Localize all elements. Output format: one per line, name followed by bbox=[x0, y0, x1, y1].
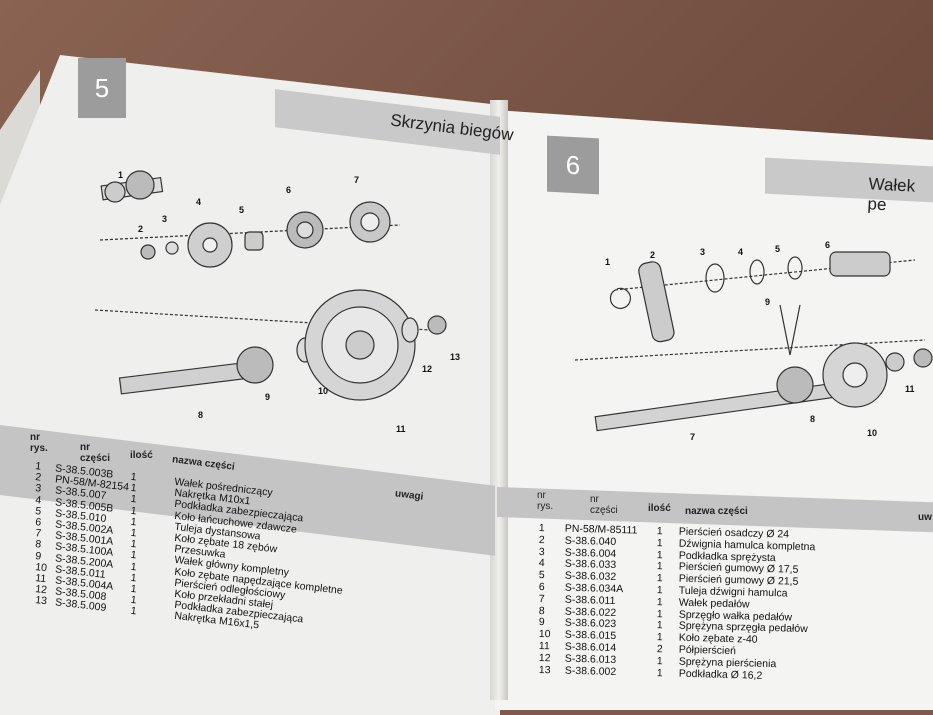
callout-label: 7 bbox=[354, 175, 359, 185]
col-ilosc: ilość bbox=[130, 450, 153, 461]
left-page bbox=[0, 55, 500, 715]
callout-label: 8 bbox=[810, 414, 815, 424]
part-number: S-38.6.040 bbox=[564, 534, 617, 548]
callout-label: 1 bbox=[118, 170, 123, 180]
part-name: Podkładka Ø 16,2 bbox=[678, 667, 763, 682]
col-uwagi: uw bbox=[918, 512, 932, 523]
callout-label: 3 bbox=[700, 247, 705, 257]
row-number: 10 bbox=[538, 628, 551, 641]
callout-label: 1 bbox=[605, 257, 610, 267]
quantity: 1 bbox=[656, 560, 663, 573]
quantity: 1 bbox=[656, 654, 663, 668]
row-number: 3 bbox=[538, 545, 545, 558]
callout-label: 5 bbox=[775, 244, 780, 254]
callout-label: 10 bbox=[318, 386, 328, 396]
col-ilosc: ilość bbox=[648, 503, 671, 514]
callout-label: 7 bbox=[690, 432, 695, 442]
quantity: 1 bbox=[656, 631, 663, 644]
callout-label: 9 bbox=[265, 392, 270, 402]
row-number: 2 bbox=[538, 533, 545, 546]
quantity: 1 bbox=[656, 607, 663, 620]
quantity: 2 bbox=[656, 643, 663, 656]
callout-label: 2 bbox=[650, 250, 655, 260]
col-nr-rys: nr rys. bbox=[30, 432, 48, 454]
row-number: 1 bbox=[538, 522, 545, 535]
callout-label: 12 bbox=[422, 364, 432, 374]
pedal-shaft-exploded-diagram: 1 2 3 4 5 6 7 8 9 10 11 bbox=[574, 240, 933, 442]
quantity: 1 bbox=[656, 525, 663, 538]
row-number: 5 bbox=[538, 569, 545, 582]
col-nazwa: nazwa części bbox=[685, 506, 748, 517]
col-nr-czesci: nr części bbox=[80, 442, 111, 464]
quantity: 1 bbox=[656, 548, 663, 561]
callout-label: 8 bbox=[198, 410, 203, 420]
part-number: S-38.6.011 bbox=[564, 593, 616, 607]
row-number: 9 bbox=[538, 616, 545, 629]
row-number: 7 bbox=[538, 592, 545, 605]
callout-label: 6 bbox=[825, 240, 830, 250]
row-number: 13 bbox=[538, 663, 551, 676]
callout-label: 10 bbox=[867, 428, 877, 438]
row-number: 12 bbox=[538, 651, 551, 665]
page-number-left: 5 bbox=[78, 58, 126, 118]
callout-label: 11 bbox=[905, 384, 915, 394]
col-nr-rys: nr rys. bbox=[537, 490, 554, 512]
quantity: 1 bbox=[656, 666, 663, 679]
callout-label: 11 bbox=[396, 424, 406, 434]
callout-label: 6 bbox=[286, 185, 291, 195]
row-number: 4 bbox=[538, 557, 545, 570]
quantity: 1 bbox=[656, 572, 663, 585]
quantity: 1 bbox=[656, 584, 663, 597]
part-number: S-38.6.002 bbox=[564, 664, 617, 678]
callout-label: 2 bbox=[138, 224, 143, 234]
quantity: 1 bbox=[656, 595, 663, 609]
row-number: 11 bbox=[538, 640, 550, 653]
callout-label: 3 bbox=[162, 214, 167, 224]
callout-label: 9 bbox=[765, 297, 770, 307]
shaft-part-1 bbox=[100, 170, 164, 203]
col-nr-czesci: nr części bbox=[590, 494, 618, 516]
quantity: 1 bbox=[656, 536, 663, 550]
row-number: 8 bbox=[538, 604, 545, 617]
callout-label: 4 bbox=[196, 197, 201, 207]
row-number: 6 bbox=[538, 581, 545, 594]
gearbox-exploded-diagram: 1 2 3 4 5 6 7 8 9 10 11 12 13 bbox=[94, 170, 460, 434]
callout-label: 5 bbox=[239, 205, 244, 215]
part-number: S-38.6.013 bbox=[564, 652, 617, 666]
callout-label: 4 bbox=[738, 247, 743, 257]
quantity: 1 bbox=[656, 619, 663, 632]
callout-label: 13 bbox=[450, 352, 460, 362]
